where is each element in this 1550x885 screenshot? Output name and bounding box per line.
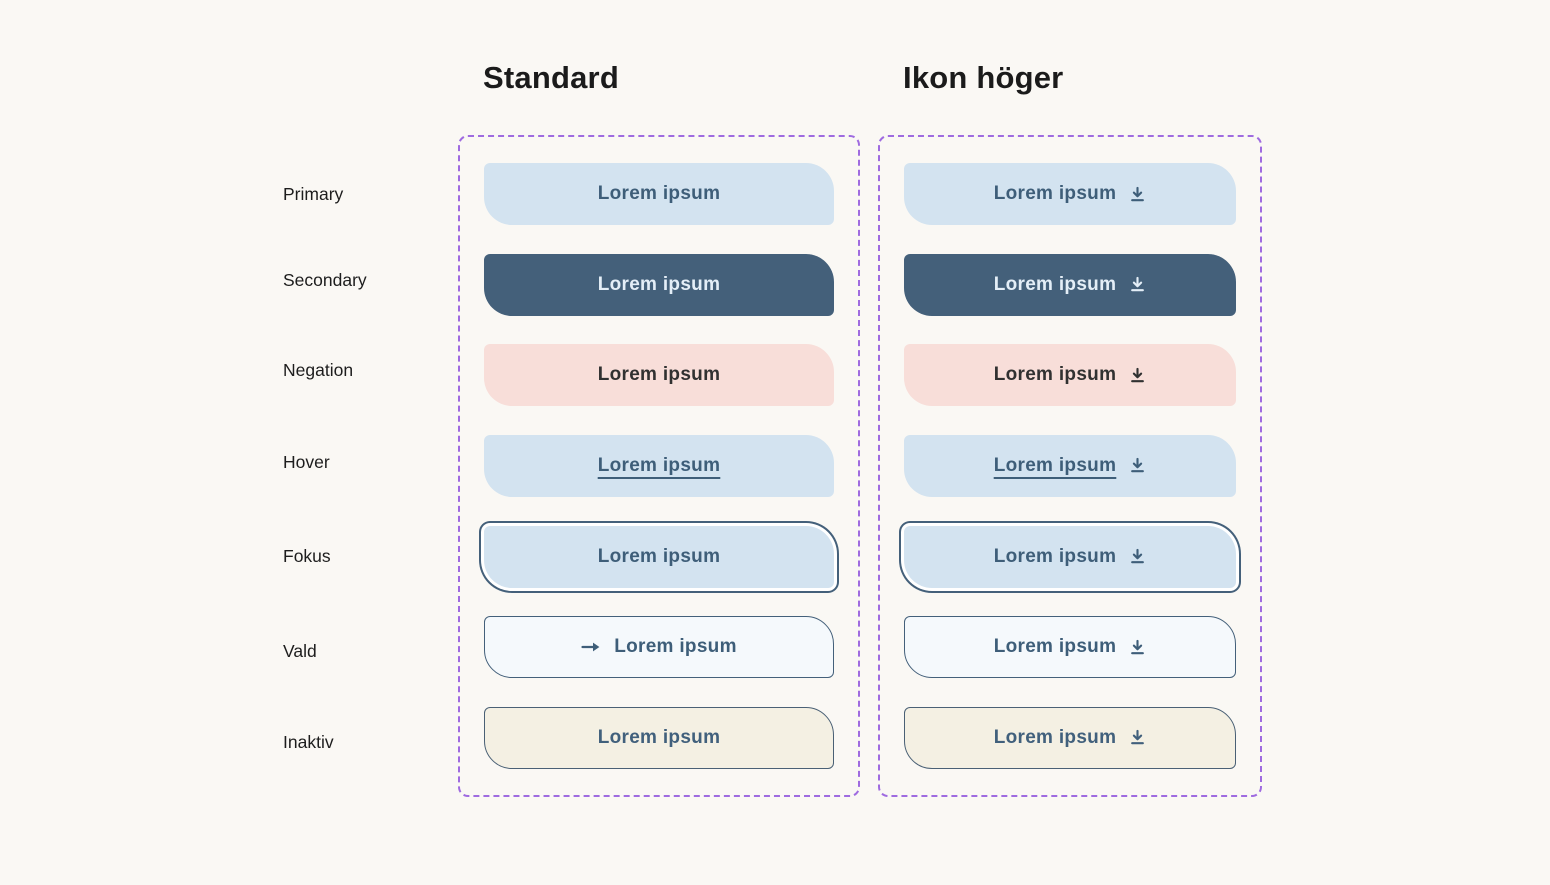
button-primary-icon-right[interactable]: Lorem ipsum: [904, 163, 1236, 225]
button-fokus-icon-right[interactable]: Lorem ipsum: [904, 525, 1236, 588]
button-label: Lorem ipsum: [993, 273, 1117, 295]
button-label: Lorem ipsum: [993, 364, 1117, 386]
row-label-secondary: Secondary: [283, 270, 367, 290]
panel-ikon-hoger: Lorem ipsum Lorem ipsum Lorem ipsum Lore…: [878, 135, 1262, 797]
button-label: Lorem ipsum: [597, 454, 721, 476]
button-label: Lorem ipsum: [597, 726, 721, 748]
row-label-fokus: Fokus: [283, 546, 331, 566]
button-primary-standard[interactable]: Lorem ipsum: [484, 163, 834, 225]
button-row: Lorem ipsum: [484, 706, 834, 769]
button-row: Lorem ipsum: [484, 163, 834, 225]
row-label-primary: Primary: [283, 184, 344, 204]
button-vald-standard[interactable]: Lorem ipsum: [484, 616, 834, 679]
button-row: Lorem ipsum: [484, 253, 834, 316]
button-hover-icon-right[interactable]: Lorem ipsum: [904, 434, 1236, 497]
button-row: Lorem ipsum: [484, 434, 834, 497]
download-icon: [1131, 186, 1145, 201]
row-label-inaktiv: Inaktiv: [283, 732, 334, 752]
button-label: Lorem ipsum: [614, 636, 737, 658]
button-row: Lorem ipsum: [904, 525, 1236, 588]
arrow-right-icon: [581, 641, 601, 653]
download-icon: [1131, 367, 1145, 383]
button-label: Lorem ipsum: [993, 183, 1117, 204]
button-row: Lorem ipsum: [484, 616, 834, 679]
column-header-standard: Standard: [483, 60, 619, 95]
row-label-vald: Vald: [283, 641, 317, 661]
button-label: Lorem ipsum: [597, 545, 721, 567]
button-row: Lorem ipsum: [904, 163, 1236, 225]
button-row: Lorem ipsum: [484, 525, 834, 588]
column-header-ikon-hoger: Ikon höger: [903, 60, 1064, 95]
button-hover-standard[interactable]: Lorem ipsum: [484, 434, 834, 497]
button-label: Lorem ipsum: [597, 273, 721, 295]
panel-standard: Lorem ipsum Lorem ipsum Lorem ipsum Lore…: [458, 135, 860, 797]
row-label-hover: Hover: [283, 452, 330, 472]
button-label: Lorem ipsum: [993, 545, 1117, 567]
button-label: Lorem ipsum: [597, 183, 721, 204]
button-vald-icon-right[interactable]: Lorem ipsum: [904, 616, 1236, 679]
button-label: Lorem ipsum: [993, 636, 1117, 658]
button-inaktiv-standard[interactable]: Lorem ipsum: [484, 706, 834, 769]
button-row: Lorem ipsum: [484, 344, 834, 407]
row-label-negation: Negation: [283, 360, 354, 380]
button-row: Lorem ipsum: [904, 706, 1236, 769]
download-icon: [1131, 458, 1145, 473]
button-label: Lorem ipsum: [993, 726, 1117, 748]
download-icon: [1131, 277, 1145, 292]
button-row: Lorem ipsum: [904, 344, 1236, 407]
download-icon: [1131, 548, 1145, 564]
button-label: Lorem ipsum: [597, 364, 721, 386]
button-inaktiv-icon-right[interactable]: Lorem ipsum: [904, 706, 1236, 769]
button-row: Lorem ipsum: [904, 616, 1236, 679]
button-fokus-standard[interactable]: Lorem ipsum: [484, 525, 834, 588]
button-negation-icon-right[interactable]: Lorem ipsum: [904, 344, 1236, 407]
button-negation-standard[interactable]: Lorem ipsum: [484, 344, 834, 407]
button-row: Lorem ipsum: [904, 434, 1236, 497]
button-row: Lorem ipsum: [904, 253, 1236, 316]
download-icon: [1131, 730, 1145, 745]
button-secondary-standard[interactable]: Lorem ipsum: [484, 253, 834, 316]
button-label: Lorem ipsum: [993, 454, 1117, 476]
download-icon: [1131, 639, 1145, 655]
button-secondary-icon-right[interactable]: Lorem ipsum: [904, 253, 1236, 316]
